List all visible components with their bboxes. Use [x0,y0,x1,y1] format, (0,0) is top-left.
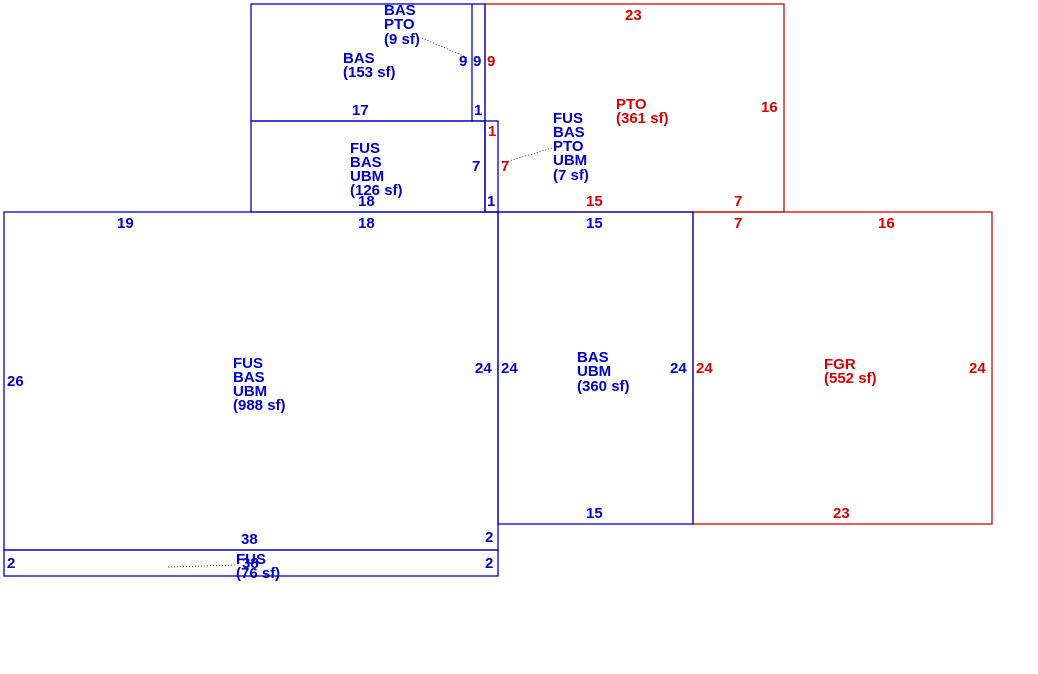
dimension-label: 18 [358,215,375,232]
area-code: FUS [553,110,583,127]
area-label-fus-76: FUS 38 (76 sf) [236,551,280,582]
dimension-label: 7 [734,193,742,210]
dimension-label: 7 [734,215,742,232]
area-code: UBM [553,152,587,169]
dimension-label: 26 [7,373,24,390]
dimension-label: 24 [475,360,492,377]
leader-line-fus-7 [501,147,553,164]
dimension-label: 18 [358,193,375,210]
area-label-bas-153: BAS (153 sf) [343,50,396,81]
dimension-label: 2 [7,555,15,572]
dimension-label: 38 [241,531,258,548]
dimension-label: 7 [472,158,480,175]
area-code: BAS [233,369,265,386]
area-size: (552 sf) [824,370,877,387]
dimension-label: 15 [586,193,603,210]
dimension-label: 24 [696,360,713,377]
area-code: BAS [553,124,585,141]
area-size: (153 sf) [343,64,396,81]
area-size: (361 sf) [616,110,669,127]
area-code: PTO [616,96,647,113]
dimension-label: 24 [670,360,687,377]
dimension-label: 2 [485,555,493,572]
dimension-label: 9 [487,53,495,70]
area-code: FUS [350,140,380,157]
overlapping-dimension: 38 [242,555,259,572]
dimension-label: 7 [501,158,509,175]
area-size: (9 sf) [384,31,420,48]
dimension-label: 2 [485,529,493,546]
area-code: PTO [553,138,584,155]
area-code: BAS [343,50,375,67]
dimension-label: 23 [625,7,642,24]
area-code: UBM [350,168,384,185]
bas-360-outline [497,211,694,525]
area-size: (76 sf) [236,565,280,582]
area-code: FUS [236,551,266,568]
dimension-label: 1 [474,102,482,119]
area-label-fus-126: FUS BAS UBM (126 sf) [350,140,403,199]
dimension-label: 1 [488,123,496,140]
area-size: (7 sf) [553,167,589,184]
dimension-label: 15 [586,505,603,522]
area-label-fgr-552: FGR (552 sf) [824,356,877,387]
area-code: FGR [824,356,856,373]
dimension-label: 23 [833,505,850,522]
dimension-label: 24 [501,360,518,377]
dimension-labels: 23 16 9 9 9 17 1 1 7 7 18 1 15 7 19 18 1… [7,7,986,572]
area-code: BAS [577,349,609,366]
area-label-fus-7: FUS BAS PTO UBM (7 sf) [553,110,589,184]
dimension-label: 17 [352,102,369,119]
dimension-label: 19 [117,215,134,232]
area-code: FUS [233,355,263,372]
area-code: BAS [350,154,382,171]
area-size: (126 sf) [350,182,403,199]
area-code: UBM [233,383,267,400]
dimension-label: 16 [761,99,778,116]
dimension-label: 15 [586,215,603,232]
dimension-label: 24 [969,360,986,377]
area-label-fus-988: FUS BAS UBM (988 sf) [233,355,286,414]
area-size: (988 sf) [233,397,286,414]
area-label-pto-361: PTO (361 sf) [616,96,669,127]
area-label-bas-pto-9: BAS PTO (9 sf) [384,2,420,48]
area-label-bas-360: BAS UBM (360 sf) [577,349,630,395]
dimension-label: 16 [878,215,895,232]
area-code: UBM [577,363,611,380]
area-code: PTO [384,16,415,33]
dimension-label: 9 [459,53,467,70]
leader-line-fus-76 [167,564,237,568]
dimension-label: 9 [473,53,481,70]
area-code: BAS [384,2,416,19]
fus-76-outline [3,549,499,577]
area-size: (360 sf) [577,378,630,395]
dimension-label: 1 [487,193,495,210]
